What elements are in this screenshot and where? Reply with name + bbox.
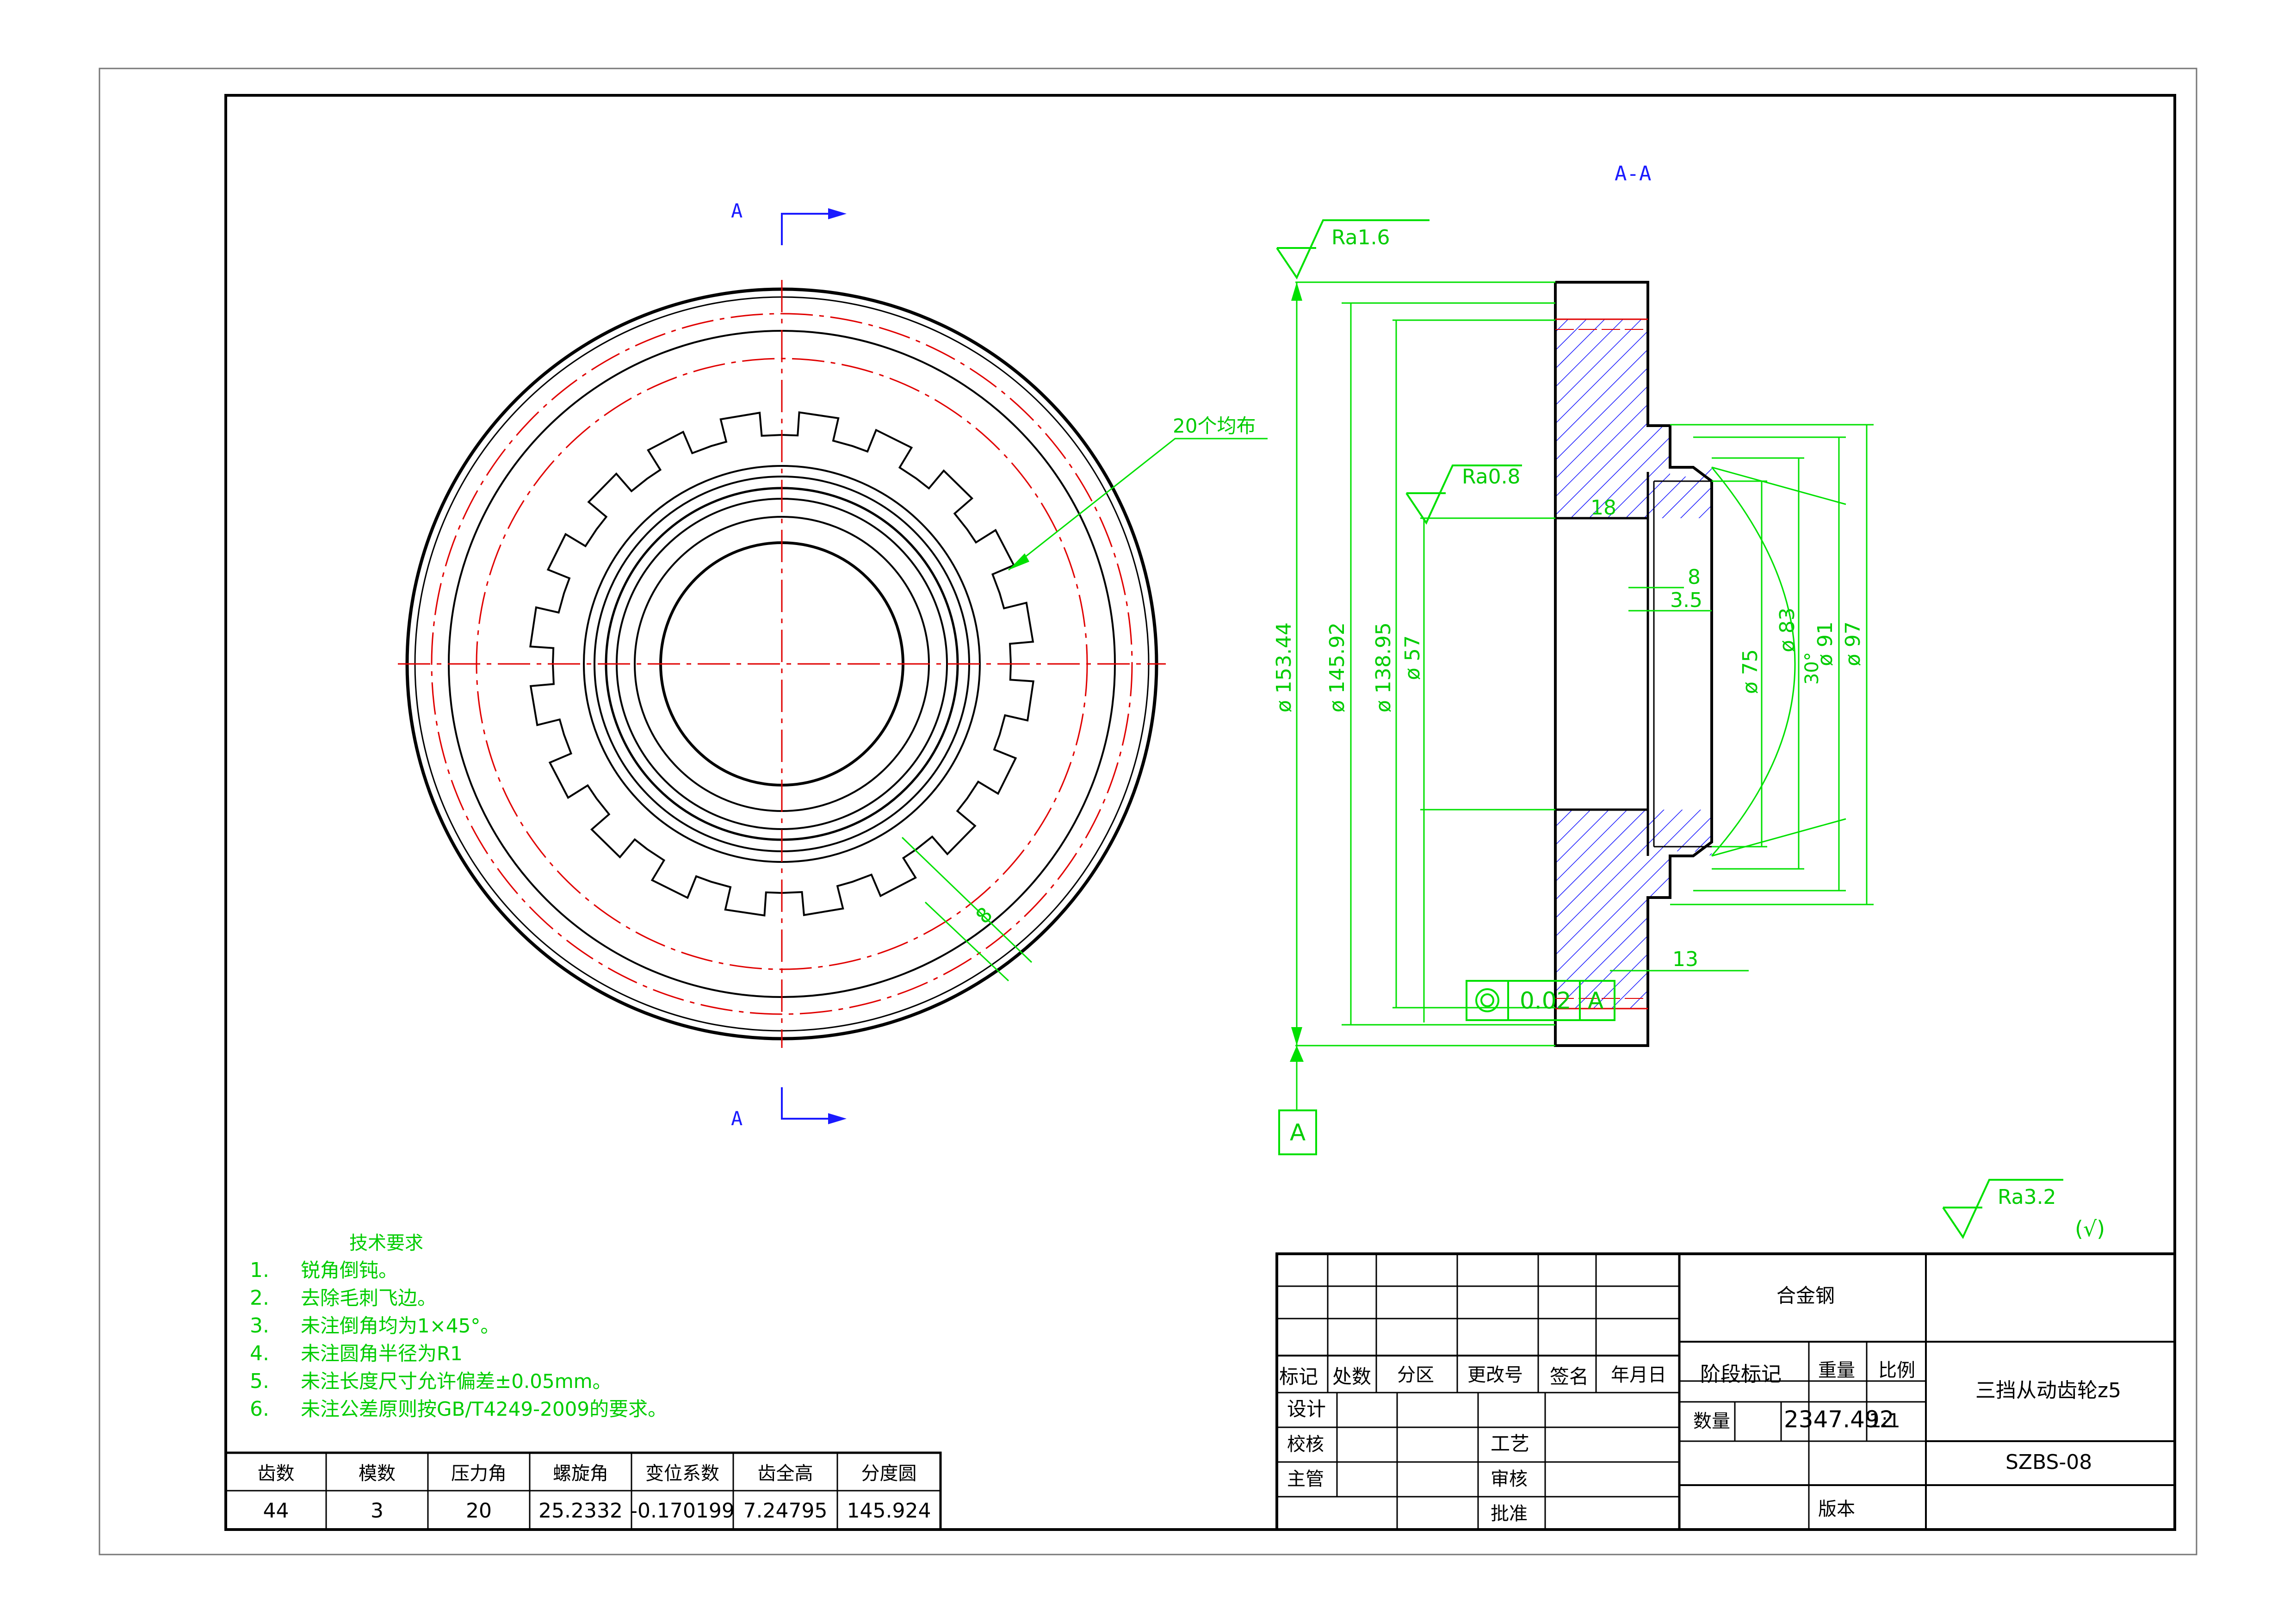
- section-label: A-A: [1615, 162, 1651, 186]
- drawing-number: SZBS-08: [2005, 1450, 2092, 1474]
- label-approve: 批准: [1491, 1503, 1528, 1524]
- section-markers: A A A-A: [731, 162, 1651, 1130]
- label-date: 年月日: [1611, 1364, 1666, 1386]
- section-marker-bottom: A: [731, 1107, 743, 1130]
- gear-param-header: 螺旋角: [553, 1463, 608, 1484]
- label-check: 校核: [1287, 1434, 1324, 1455]
- part-name: 三挡从动齿轮z5: [1975, 1379, 2121, 1402]
- title-block: 合金钢 三挡从动齿轮z5 SZBS-08 标记 处数 分区 更改号 签名 年月日…: [1275, 1252, 2176, 1531]
- tech-item-text: 去除毛刺飞边。: [301, 1287, 437, 1309]
- label-sign: 签名: [1550, 1365, 1589, 1388]
- tech-requirements: 技术要求 1. 锐角倒钝。 2. 去除毛刺飞边。 3. 未注倒角均为1×45°。 4. 未注圆…: [250, 1233, 667, 1421]
- label-count: 处数: [1332, 1365, 1371, 1388]
- dim-83: ø 83: [1776, 607, 1799, 652]
- tech-item-number: 2.: [250, 1286, 269, 1310]
- dim-3-5: 3.5: [1670, 588, 1702, 612]
- gear-param-header: 压力角: [451, 1463, 507, 1484]
- label-mark: 标记: [1279, 1365, 1318, 1388]
- tech-item-number: 4.: [250, 1342, 269, 1365]
- tech-item-number: 1.: [250, 1258, 269, 1282]
- label-supervisor: 主管: [1287, 1468, 1324, 1490]
- label-scale: 比例: [1878, 1360, 1915, 1381]
- tech-item-number: 5.: [250, 1369, 269, 1393]
- section-marker-top: A: [731, 199, 743, 222]
- gear-param-header: 模数: [359, 1463, 396, 1484]
- gear-param-header: 分度圆: [861, 1463, 917, 1484]
- roughness-ra16: Ra1.6: [1331, 226, 1390, 249]
- outer-border: [99, 68, 2197, 1555]
- scale-value: 1:1: [1869, 1409, 1900, 1432]
- datum-a: A: [1290, 1119, 1306, 1146]
- dim-75: ø 75: [1739, 649, 1762, 694]
- gear-param-value: 20: [466, 1499, 492, 1523]
- weight-value: 2347.492: [1784, 1406, 1894, 1433]
- tech-item-text: 未注公差原则按GB/T4249-2009的要求。: [301, 1398, 667, 1420]
- label-zone: 分区: [1397, 1364, 1434, 1386]
- dim-bore: ø 57: [1401, 635, 1424, 680]
- gear-param-value: 3: [371, 1499, 384, 1523]
- tech-item-text: 未注圆角半径为R1: [301, 1342, 463, 1365]
- gear-param-value: 25.2332: [538, 1499, 623, 1523]
- tech-item-number: 6.: [250, 1397, 269, 1421]
- gear-param-value: 7.24795: [743, 1499, 828, 1523]
- dim-91: ø 91: [1813, 621, 1837, 666]
- gear-param-value: -0.170199: [630, 1499, 735, 1523]
- tech-item-text: 未注长度尺寸允许偏差±0.05mm。: [301, 1370, 612, 1393]
- gear-params-table: 齿数 44 模数 3 压力角 20 螺旋角 25.2332 变位系数 -0.170199 齿全高 7.…: [224, 1451, 942, 1531]
- tech-item-text: 锐角倒钝。: [301, 1259, 398, 1282]
- label-process: 工艺: [1491, 1432, 1529, 1455]
- inner-border: [224, 94, 2176, 1531]
- gear-param-value: 145.924: [847, 1499, 931, 1523]
- gear-param-value: 44: [263, 1499, 289, 1523]
- spline-count-note: 20个均布: [1173, 415, 1256, 437]
- material: 合金钢: [1776, 1284, 1835, 1307]
- runout-datum: A: [1588, 987, 1603, 1014]
- dim-13: 13: [1672, 948, 1698, 971]
- label-quantity: 数量: [1693, 1411, 1730, 1432]
- gear-param-header: 变位系数: [645, 1463, 719, 1484]
- label-change: 更改号: [1467, 1364, 1523, 1386]
- label-design: 设计: [1287, 1398, 1326, 1420]
- roughness-general-note: (√): [2075, 1216, 2105, 1241]
- tech-item-text: 未注倒角均为1×45°。: [301, 1314, 500, 1337]
- dim-18: 18: [1590, 496, 1616, 520]
- section-view: Ra1.6 ø 153.44 ø 145.92 ø 138.95 ø 57 Ra…: [1272, 219, 1874, 1155]
- gear-param-header: 齿全高: [758, 1463, 813, 1484]
- dim-8: 8: [1688, 565, 1701, 589]
- general-roughness: Ra3.2 (√): [1942, 1179, 2105, 1241]
- tech-item-number: 3.: [250, 1314, 269, 1338]
- runout-value: 0.02: [1520, 987, 1571, 1014]
- roughness-ra32: Ra3.2: [1998, 1185, 2056, 1209]
- dim-97: ø 97: [1841, 621, 1865, 666]
- dim-outer: ø 153.44: [1272, 622, 1296, 712]
- label-version: 版本: [1818, 1499, 1855, 1520]
- front-view: 20个均布 8: [398, 280, 1268, 1048]
- roughness-ra08: Ra0.8: [1462, 465, 1521, 489]
- label-weight: 重量: [1818, 1360, 1855, 1381]
- dim-root: ø 138.95: [1372, 622, 1395, 712]
- dim-angle: 30°: [1801, 652, 1823, 685]
- label-review: 审核: [1491, 1468, 1528, 1490]
- label-stage: 阶段标记: [1700, 1363, 1782, 1386]
- dim-pitch: ø 145.92: [1325, 622, 1349, 712]
- gear-param-header: 齿数: [258, 1463, 295, 1484]
- tech-title: 技术要求: [349, 1233, 423, 1254]
